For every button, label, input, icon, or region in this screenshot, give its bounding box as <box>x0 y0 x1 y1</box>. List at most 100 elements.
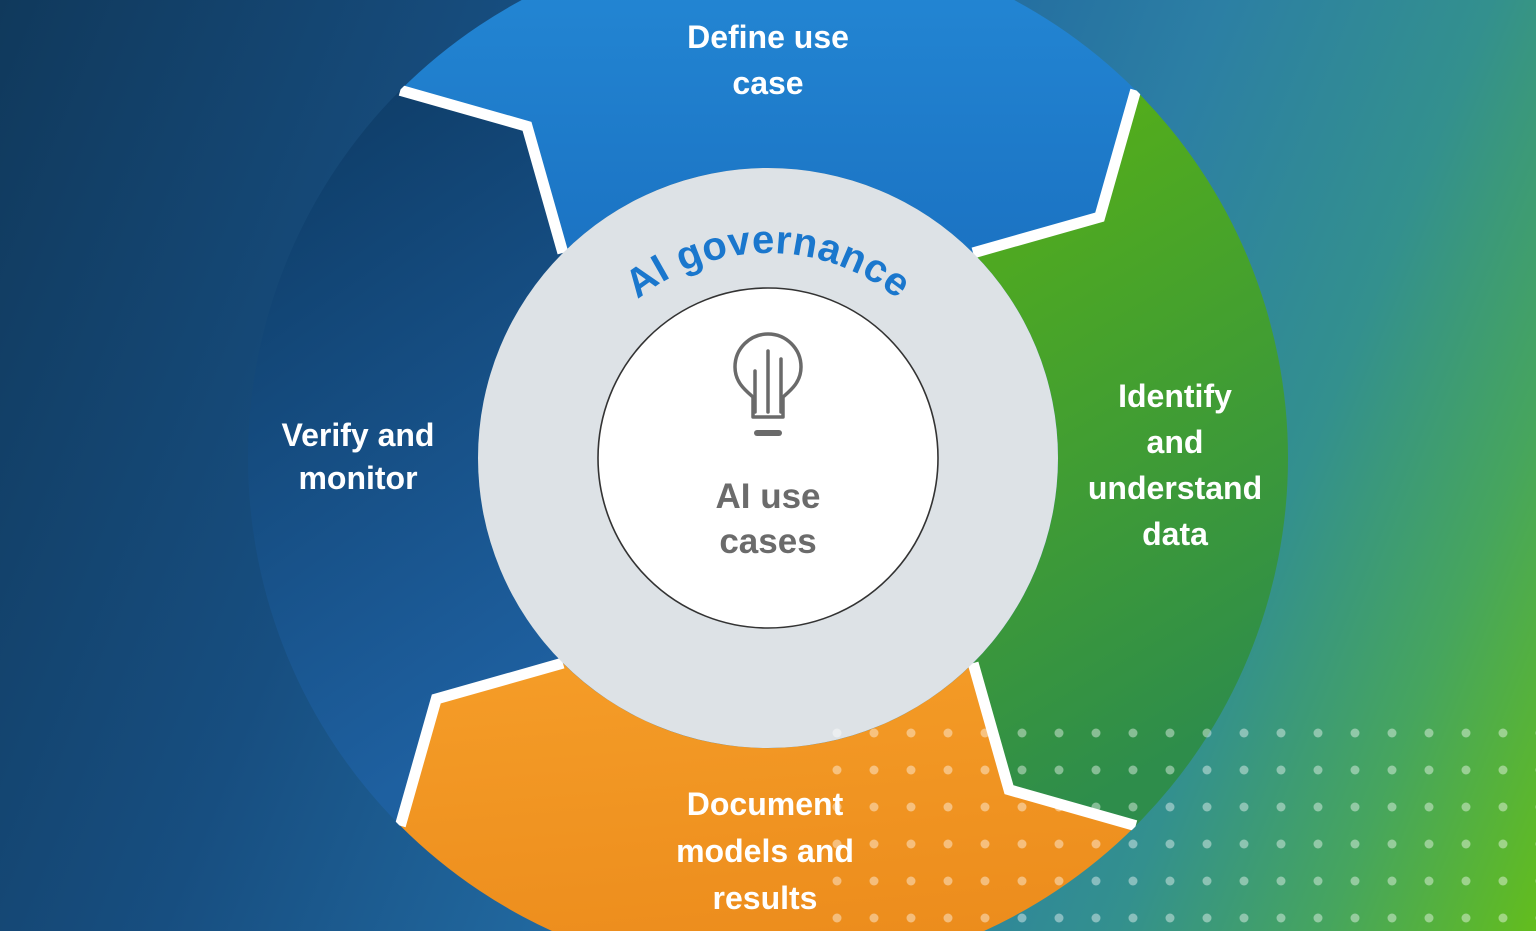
dot <box>1054 876 1064 886</box>
dot <box>943 876 953 886</box>
dot <box>1387 876 1397 886</box>
dot <box>980 913 990 923</box>
dot <box>1387 765 1397 775</box>
dot <box>1239 728 1249 738</box>
dot <box>832 728 842 738</box>
dot <box>1313 876 1323 886</box>
dot <box>1128 913 1138 923</box>
dot <box>1017 876 1027 886</box>
dot <box>1128 839 1138 849</box>
dot <box>1498 765 1508 775</box>
segment-label-line: understand <box>1088 470 1262 506</box>
dot <box>1350 839 1360 849</box>
divider-chevron-top-right <box>971 88 1141 259</box>
dot <box>906 802 916 812</box>
dot <box>943 839 953 849</box>
divider-chevron-bottom-right <box>967 661 1138 831</box>
segment-label-line: and <box>1147 424 1204 460</box>
dot <box>1239 839 1249 849</box>
dot <box>943 913 953 923</box>
dot <box>1461 728 1471 738</box>
dot <box>1202 802 1212 812</box>
dot <box>1128 876 1138 886</box>
dot <box>832 839 842 849</box>
dot <box>1017 913 1027 923</box>
dot <box>1424 839 1434 849</box>
governance-wheel <box>247 0 1289 931</box>
segment-verify-monitor <box>247 90 563 826</box>
dot <box>1202 876 1212 886</box>
dot <box>869 765 879 775</box>
dot <box>1202 728 1212 738</box>
dot <box>832 802 842 812</box>
dot <box>1498 802 1508 812</box>
dot <box>1498 728 1508 738</box>
dot <box>1091 728 1101 738</box>
divider-chevron-top-left <box>398 85 569 255</box>
hub-circle <box>597 287 939 629</box>
dot <box>906 765 916 775</box>
dot <box>869 802 879 812</box>
segment-label-identify-understand-data: Identify and understand data <box>1088 378 1262 552</box>
dot <box>1461 913 1471 923</box>
dot <box>980 728 990 738</box>
dot <box>1202 839 1212 849</box>
segment-label-line: Identify <box>1118 378 1232 414</box>
dot <box>980 802 990 812</box>
dot <box>1387 802 1397 812</box>
dot <box>1128 765 1138 775</box>
dot <box>1202 765 1212 775</box>
dot <box>1165 802 1175 812</box>
segment-label-verify-monitor: Verify and monitor <box>282 417 435 496</box>
dot <box>980 765 990 775</box>
dot <box>1313 913 1323 923</box>
segment-identify-understand-data <box>973 90 1289 826</box>
hub-title-line: cases <box>719 522 816 561</box>
dot <box>1165 765 1175 775</box>
dot <box>1424 876 1434 886</box>
segment-label-line: results <box>713 880 818 916</box>
dot <box>1350 876 1360 886</box>
dot <box>1091 839 1101 849</box>
dot <box>1165 728 1175 738</box>
dot <box>1461 802 1471 812</box>
dot <box>1128 802 1138 812</box>
dot <box>1350 728 1360 738</box>
lightbulb-icon <box>733 332 803 436</box>
segment-label-define-use-case: Define use case <box>687 19 849 101</box>
dot <box>1313 765 1323 775</box>
dot <box>1276 765 1286 775</box>
dot <box>832 876 842 886</box>
dot <box>1276 913 1286 923</box>
dot <box>869 876 879 886</box>
dot <box>906 839 916 849</box>
dot <box>1350 765 1360 775</box>
divider-chevron-bottom-left <box>395 657 565 828</box>
dot <box>1387 728 1397 738</box>
segment-document-models-results <box>400 663 1136 931</box>
dot <box>869 728 879 738</box>
dot <box>1054 765 1064 775</box>
dot <box>869 839 879 849</box>
dot <box>1387 913 1397 923</box>
dot-grid-pattern <box>832 728 1536 923</box>
dot <box>1387 839 1397 849</box>
dot <box>1424 765 1434 775</box>
dot <box>1017 802 1027 812</box>
dot <box>869 913 879 923</box>
dot <box>1498 839 1508 849</box>
segment-label-line: models and <box>676 833 854 869</box>
dot <box>1239 765 1249 775</box>
dot <box>1091 802 1101 812</box>
dot <box>1276 802 1286 812</box>
dot <box>1350 802 1360 812</box>
segment-define-use-case <box>400 0 1136 253</box>
hub-title-line: AI use <box>715 477 820 516</box>
dot <box>1165 913 1175 923</box>
dot <box>1313 839 1323 849</box>
dot <box>1239 802 1249 812</box>
segment-label-document-models-results: Document models and results <box>676 786 854 916</box>
dot <box>1461 765 1471 775</box>
dot <box>1424 728 1434 738</box>
